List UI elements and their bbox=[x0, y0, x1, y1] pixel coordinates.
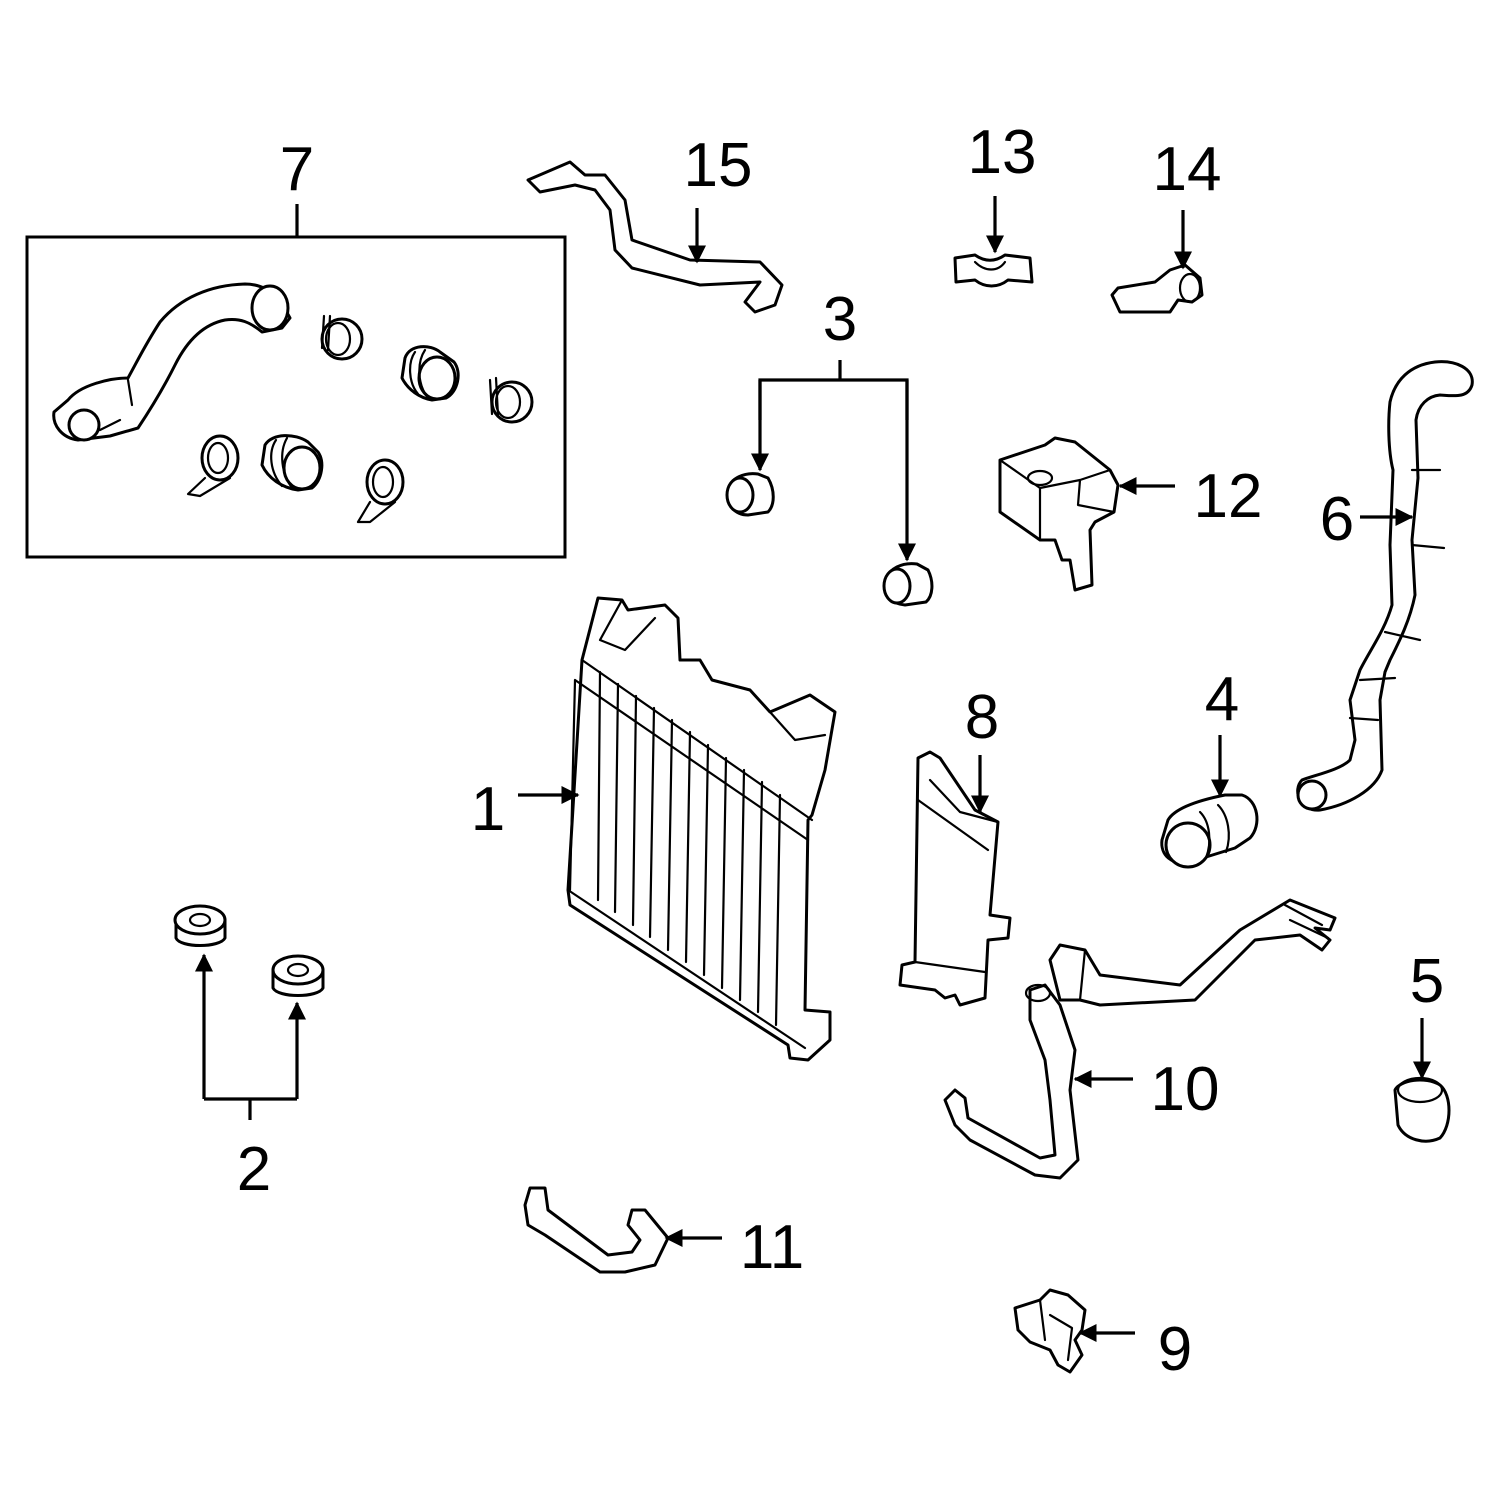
callout-7: 7 bbox=[280, 135, 314, 204]
part-11-bypass-hose[interactable] bbox=[523, 1186, 722, 1274]
part-2-insulators[interactable] bbox=[173, 904, 325, 1120]
callout-4: 4 bbox=[1205, 665, 1239, 734]
part-13-clip[interactable] bbox=[953, 196, 1034, 288]
aux-cooler bbox=[898, 750, 1012, 1007]
kit-coupler-upper bbox=[400, 345, 460, 402]
part-1-radiator[interactable] bbox=[518, 596, 837, 1062]
callout-11: 11 bbox=[740, 1213, 804, 1282]
bypass-hose bbox=[523, 1186, 670, 1274]
callout-3: 3 bbox=[823, 285, 857, 354]
lower-hose bbox=[1296, 360, 1474, 812]
bleed-line bbox=[526, 160, 784, 314]
part-8-aux-cooler[interactable] bbox=[898, 750, 1012, 1007]
insulator-lower-right bbox=[271, 954, 325, 997]
callout-13: 13 bbox=[968, 118, 1037, 187]
vent-hose bbox=[1110, 263, 1204, 314]
thermostat-housing bbox=[1013, 1288, 1087, 1374]
kit-clamp-upper bbox=[320, 314, 364, 361]
insulator-upper-left bbox=[725, 472, 775, 517]
callout-1: 1 bbox=[471, 775, 505, 844]
part-12-bracket[interactable] bbox=[998, 436, 1175, 592]
callout-3-bracket bbox=[758, 378, 909, 420]
part-6-lower-hose[interactable] bbox=[1296, 360, 1474, 812]
callout-9: 9 bbox=[1158, 1315, 1192, 1384]
callout-2: 2 bbox=[237, 1135, 271, 1204]
part-15-bleed-line[interactable] bbox=[526, 160, 784, 314]
callout-10: 10 bbox=[1151, 1055, 1220, 1124]
cooler-line-lower bbox=[943, 983, 1080, 1180]
radiator-core bbox=[566, 596, 837, 1062]
callout-6: 6 bbox=[1320, 485, 1354, 554]
kit-clamp-lower-right bbox=[356, 458, 405, 524]
part-5-clamp[interactable] bbox=[1393, 1018, 1451, 1143]
insulator-upper-right bbox=[882, 562, 934, 607]
part-3-insulators[interactable] bbox=[725, 360, 934, 607]
kit-coupler-lower bbox=[260, 434, 324, 492]
clip-body bbox=[953, 253, 1034, 288]
part-14-vent-hose[interactable] bbox=[1110, 210, 1204, 314]
part-10-cooler-lines[interactable] bbox=[943, 898, 1337, 1180]
kit-clamp-lower-left bbox=[186, 434, 240, 498]
callout-8: 8 bbox=[965, 683, 999, 752]
cooler-line-upper bbox=[1048, 898, 1337, 1007]
part-4-coupler[interactable] bbox=[1160, 735, 1259, 869]
callout-15: 15 bbox=[684, 131, 753, 200]
kit-clamp-right bbox=[488, 376, 534, 424]
part-7-hose-kit[interactable] bbox=[25, 204, 567, 559]
callout-14: 14 bbox=[1153, 135, 1222, 204]
bracket-body bbox=[998, 436, 1120, 592]
part-9-thermostat[interactable] bbox=[1013, 1288, 1135, 1374]
upper-hose bbox=[52, 282, 292, 442]
callout-5: 5 bbox=[1410, 947, 1444, 1016]
insulator-lower-left bbox=[173, 904, 227, 947]
callout-12: 12 bbox=[1194, 462, 1263, 531]
